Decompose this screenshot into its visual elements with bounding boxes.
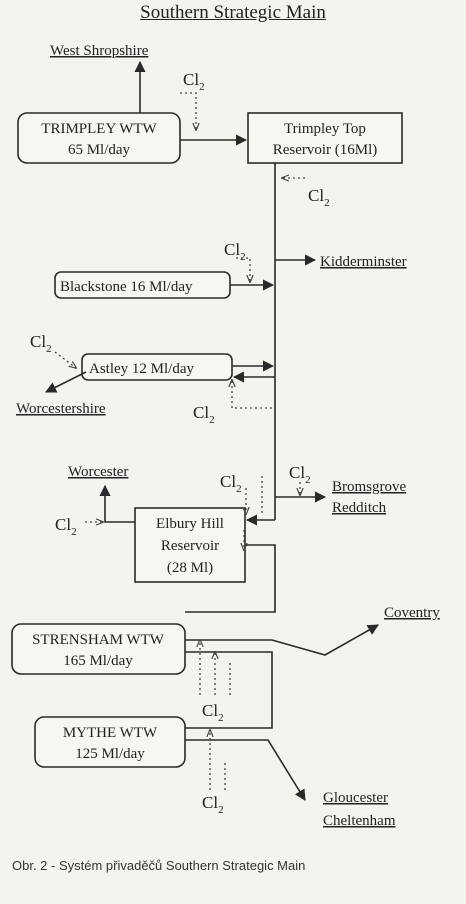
astley-box <box>81 353 233 381</box>
to-gloucester-arrow <box>185 739 306 801</box>
chlorine-label-blackstone: Cl2 <box>224 240 246 263</box>
worcester-label: Worcester <box>68 464 128 480</box>
mythe-wtw-name: MYTHE WTW <box>63 725 158 741</box>
chlorine-label-bromsgrove: Cl2 <box>289 463 311 486</box>
chlorine-dose-blackstone <box>236 257 250 282</box>
diagram-title: Southern Strategic Main <box>140 2 326 23</box>
to-worcester-arrow <box>99 484 135 523</box>
trimpley-wtw-box <box>17 112 181 164</box>
chlorine-label-mythe: Cl2 <box>202 793 224 816</box>
chlorine-label-trimpley: Cl2 <box>183 70 205 93</box>
strensham-wtw-flow: 165 Ml/day <box>63 653 133 669</box>
worcestershire-label: Worcestershire <box>16 401 106 417</box>
chlorine-dose-trimpley <box>180 92 196 130</box>
chlorine-dose-astley-left <box>54 351 76 368</box>
strensham-wtw-box <box>11 623 186 675</box>
redditch-label: Redditch <box>332 500 387 516</box>
chlorine-label-strensham: Cl2 <box>202 701 224 724</box>
coventry-label: Coventry <box>384 605 440 621</box>
chlorine-label-trimpley-top: Cl2 <box>308 186 330 209</box>
elbury-line3: (28 Ml) <box>167 560 213 576</box>
mythe-wtw-box <box>34 716 186 768</box>
strensham-wtw-name: STRENSHAM WTW <box>32 632 165 648</box>
chlorine-label-astley-right: Cl2 <box>193 403 215 426</box>
trimpley-wtw-flow: 65 Ml/day <box>68 142 131 158</box>
chlorine-label-worcester: Cl2 <box>55 515 77 538</box>
bromsgrove-label: Bromsgrove <box>332 479 407 495</box>
astley-label: Astley 12 Ml/day <box>89 361 194 377</box>
trimpley-wtw-name: TRIMPLEY WTW <box>41 121 157 137</box>
to-worcestershire-arrow <box>44 371 87 393</box>
figure-caption: Obr. 2 - Systém přivaděčů Southern Strat… <box>12 858 306 873</box>
west-shropshire-label: West Shropshire <box>50 43 149 59</box>
elbury-line1: Elbury Hill <box>156 516 224 532</box>
trimpley-top-detail: Reservoir (16Ml) <box>273 142 378 158</box>
to-coventry-arrow <box>185 624 379 656</box>
kidderminster-label: Kidderminster <box>320 254 407 270</box>
cheltenham-label: Cheltenham <box>323 813 396 829</box>
trimpley-top-reservoir-box <box>247 112 403 164</box>
chlorine-dose-astley-right <box>232 380 272 409</box>
main-trunk-lower <box>185 544 276 613</box>
strensham-to-mythe-link <box>185 651 273 729</box>
trimpley-top-name: Trimpley Top <box>284 121 366 137</box>
blackstone-label: Blackstone 16 Ml/day <box>60 279 193 295</box>
mythe-wtw-flow: 125 Ml/day <box>75 746 145 762</box>
elbury-line2: Reservoir <box>161 538 219 554</box>
chlorine-label-astley-left: Cl2 <box>30 332 52 355</box>
chlorine-label-elbury: Cl2 <box>220 472 242 495</box>
gloucester-label: Gloucester <box>323 790 388 806</box>
elbury-hill-reservoir-box <box>134 507 246 583</box>
